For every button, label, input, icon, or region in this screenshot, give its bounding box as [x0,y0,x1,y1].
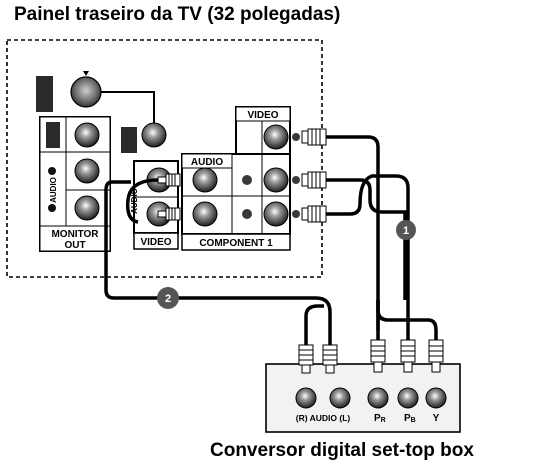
monitor-out-label-1: MONITOR [51,229,99,240]
stb-audio-l-jack [329,387,351,409]
component-dot [292,176,300,184]
callout-1-label: 1 [403,225,409,237]
set-top-box-title: Conversor digital set-top box [210,440,474,461]
component-y-jack [263,124,289,150]
video-header-cell [235,106,291,122]
audio-cable [125,178,159,224]
tv-panel-border [6,39,323,278]
component-dot [242,209,252,219]
audio-cable [304,304,324,345]
component-label: COMPONENT 1 [199,238,273,249]
monitor-audio-l-jack [74,195,100,221]
component-audio-r-jack [192,167,218,193]
monitor-cell [39,151,67,227]
stb-pr-label: PR [374,413,386,424]
component-cable [326,135,380,330]
audio-header-label: AUDIO [191,157,223,168]
callout-2-label: 2 [165,293,171,305]
component-pb-jack [263,167,289,193]
monitor-dot [48,167,56,175]
stb-pr-jack [367,387,389,409]
callout-bubble-2 [157,287,179,309]
video-in-jack-top [141,122,167,148]
tv-panel-title: Painel traseiro da TV (32 polegadas) [14,4,341,25]
antenna-jack [70,76,102,108]
component-cable [326,178,407,300]
monitor-audio-side-label: AUDIO [49,177,58,203]
audio-cable [104,180,332,345]
antenna-port-block [36,76,53,112]
monitor-label-cell [39,225,111,252]
component-audio-l-jack [192,201,218,227]
stb-pb-label: PB [404,413,416,424]
stb-plug-pb [400,339,416,373]
component-label-cell [181,233,291,251]
component-cable [326,174,410,300]
component-plug-pr [301,205,327,223]
component-dot [292,133,300,141]
audio-plug-l [157,207,181,221]
video-audio-side-label: AUDIO [130,188,139,214]
stb-plug-y [428,339,444,373]
video-label: VIDEO [140,237,171,248]
stb-plug-pr [370,339,386,373]
internal-wire [101,91,155,124]
marker-arrow-icon [83,71,89,76]
stb-pb-jack [397,387,419,409]
stb-y-label: Y [433,413,440,424]
monitor-out-label-2: OUT [64,240,85,251]
monitor-port-block [46,122,60,148]
video-header-label: VIDEO [247,110,278,121]
monitor-audio-r-jack [74,158,100,184]
audio-plug-r [157,173,181,187]
stb-plug-audio-r [298,344,314,374]
monitor-video-jack [74,122,100,148]
monitor-dot [48,204,56,212]
stb-audio-r-jack [295,387,317,409]
callout-bubble-1 [396,220,416,240]
component-plug-pb [301,171,327,189]
stb-plug-audio-l [322,344,338,374]
stb-audio-label: (R) AUDIO (L) [296,413,351,423]
component-dot [242,175,252,185]
component-dot [292,210,300,218]
component-plug-y [301,128,327,146]
video-label-cell [133,232,179,250]
component-pr-jack [263,201,289,227]
stb-y-jack [425,387,447,409]
video-port-block [121,127,137,153]
